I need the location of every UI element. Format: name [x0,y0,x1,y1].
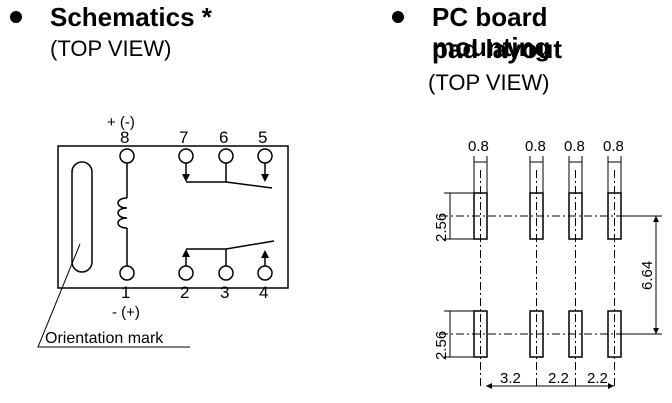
pin-label-6: 6 [219,128,228,147]
contact-arrow-icon [182,249,190,257]
orientation-mark-bar [71,161,93,273]
pin-label-1: 1 [121,283,130,302]
pad-layout-title-line2: pad layout [432,34,563,64]
bullet-icon [392,11,404,23]
top-polarity: + (-) [107,114,135,131]
pin-label-8: 8 [120,128,129,147]
pad-height-top: 2.56 [433,213,450,242]
col-spacing-3: 2.2 [587,370,608,387]
orientation-leader [37,243,190,348]
schematics-subtitle: (TOP VIEW) [50,36,172,61]
relay-body-outline [57,145,289,289]
schematics-title: Schematics * [50,2,212,32]
pin-label-2: 2 [180,283,189,302]
orientation-label: Orientation mark [45,330,164,347]
col-spacing-1: 3.2 [500,370,521,387]
coil-icon [117,197,128,229]
pad-height-bottom: 2.56 [433,331,450,360]
contact-arrow-icon [182,174,190,182]
pad-layout-subtitle: (TOP VIEW) [428,70,550,95]
contact-arrow-icon [261,250,269,258]
pin-label-3: 3 [220,283,229,302]
pin-label-5: 5 [258,128,267,147]
row-pitch: 6.64 [639,261,656,290]
pin-label-4: 4 [259,283,268,302]
pad-width-4: 0.8 [603,138,624,155]
pad-width-2: 0.8 [525,138,546,155]
bottom-polarity: - (+) [112,304,140,321]
col-spacing-2: 2.2 [548,370,569,387]
pad-width-1: 0.8 [468,138,489,155]
pad-width-3: 0.8 [564,138,585,155]
bullet-icon [10,11,22,23]
pad-layout-title-line1: PC board mounting [432,2,551,62]
pin-label-7: 7 [179,128,188,147]
contact-arrow-icon [261,174,269,182]
